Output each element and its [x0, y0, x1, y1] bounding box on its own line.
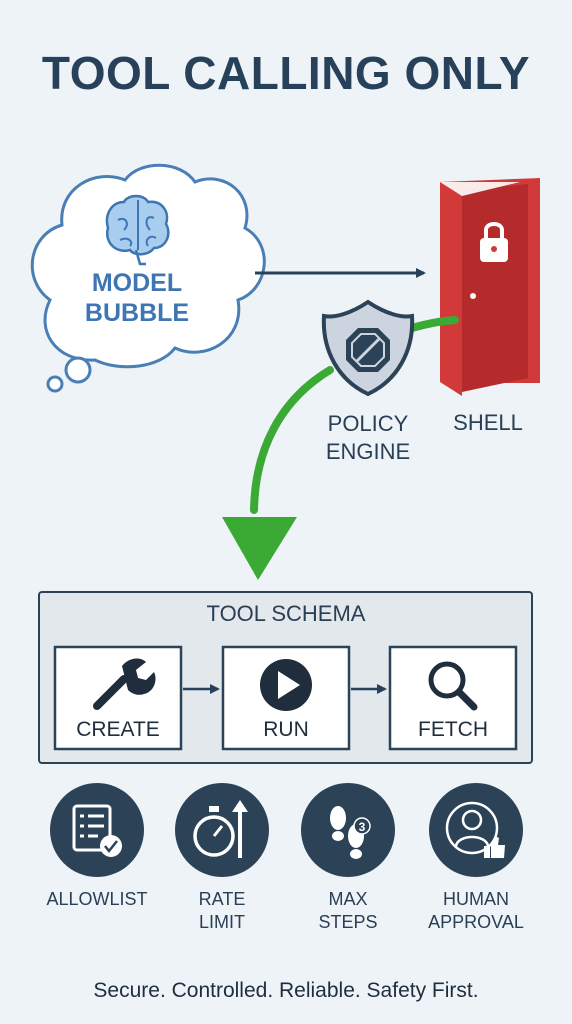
page-title: TOOL CALLING ONLY — [41, 47, 531, 99]
rate-limit-line1: RATE — [198, 889, 246, 909]
play-icon — [260, 659, 312, 711]
model-bubble-line2: BUBBLE — [84, 299, 190, 327]
max-steps-line2: STEPS — [318, 912, 378, 932]
rate-limit-caption: RATE LIMIT — [157, 888, 287, 934]
max-steps-line1: MAX — [328, 889, 368, 909]
human-approval-caption: HUMAN APPROVAL — [411, 888, 541, 934]
policy-engine-line1: POLICY — [327, 411, 409, 436]
tool-run-label: RUN — [263, 718, 309, 741]
rate-limit-line2: LIMIT — [198, 912, 245, 932]
tool-fetch-label: FETCH — [418, 718, 488, 741]
shell-label: SHELL — [453, 410, 523, 435]
wrench-icon — [93, 658, 156, 710]
allowlist-circle[interactable] — [50, 783, 144, 877]
human-approval-circle[interactable] — [429, 783, 523, 877]
policy-engine-line2: ENGINE — [325, 439, 411, 464]
rate-limit-circle[interactable] — [175, 783, 269, 877]
human-approval-line2: APPROVAL — [428, 912, 524, 932]
locked-door-icon — [440, 178, 540, 396]
allowlist-line1: ALLOWLIST — [46, 889, 148, 909]
max-steps-circle[interactable] — [301, 783, 395, 877]
tool-create-label: CREATE — [76, 718, 160, 741]
max-steps-caption: MAX STEPS — [283, 888, 413, 934]
human-approval-line1: HUMAN — [443, 889, 509, 909]
checklist-icon — [72, 804, 122, 857]
tool-create-box[interactable] — [53, 645, 183, 751]
tool-schema-title: TOOL SCHEMA — [206, 601, 366, 626]
user-approval-icon — [445, 801, 505, 858]
allowlist-caption: ALLOWLIST — [32, 888, 162, 911]
magnifier-icon — [428, 661, 478, 711]
brain-icon — [105, 194, 170, 266]
svg-text:3: 3 — [359, 820, 366, 834]
stop-shield-icon — [321, 299, 415, 397]
footer-tagline: Secure. Controlled. Reliable. Safety Fir… — [93, 979, 479, 1002]
model-bubble-label: MODEL BUBBLE — [62, 268, 212, 328]
allowed-flow-arrowhead — [222, 517, 297, 580]
stopwatch-icon — [193, 800, 248, 858]
footsteps-icon: 3 — [330, 806, 371, 859]
policy-engine-label: POLICY ENGINE — [300, 410, 436, 466]
model-bubble-cloud — [30, 163, 266, 393]
model-bubble-line1: MODEL — [91, 269, 183, 297]
